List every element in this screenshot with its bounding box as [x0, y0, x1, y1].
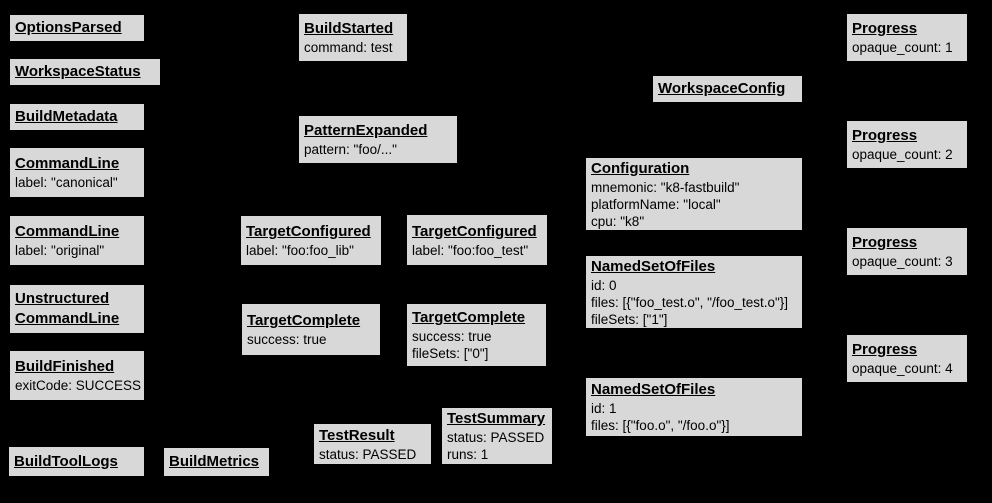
node-attr: status: PASSED	[319, 446, 417, 462]
node-build-started: BuildStarted command: test	[298, 13, 408, 62]
node-attr: command: test	[304, 40, 393, 55]
node-progress-3: Progress opaque_count: 3	[846, 227, 968, 276]
node-attr: cpu: "k8"	[591, 213, 645, 229]
node-attr: label: "canonical"	[15, 175, 118, 190]
node-attr: opaque_count: 1	[852, 40, 953, 55]
node-title: OptionsParsed	[15, 19, 122, 36]
node-title: Unstructured	[15, 290, 110, 307]
node-command-line-original: CommandLine label: "original"	[9, 215, 145, 266]
node-attr: opaque_count: 3	[852, 254, 953, 269]
node-title: TestResult	[319, 426, 395, 444]
node-options-parsed: OptionsParsed	[9, 14, 145, 42]
node-named-set-of-files-0: NamedSetOfFiles id: 0 files: [{"foo_test…	[585, 255, 803, 329]
node-command-line-canonical: CommandLine label: "canonical"	[9, 147, 145, 198]
node-named-set-of-files-1: NamedSetOfFiles id: 1 files: [{"foo.o", …	[585, 377, 803, 437]
node-attr: label: "foo:foo_test"	[412, 242, 529, 258]
node-title: CommandLine	[15, 155, 120, 172]
node-build-metadata: BuildMetadata	[9, 103, 145, 131]
node-workspace-config: WorkspaceConfig	[652, 75, 803, 103]
node-title: Configuration	[591, 159, 690, 177]
node-attr: fileSets: ["0"]	[412, 346, 489, 361]
node-attr: opaque_count: 4	[852, 361, 953, 376]
node-title: TargetComplete	[247, 312, 361, 329]
node-attr: success: true	[247, 332, 327, 347]
node-attr: id: 1	[591, 401, 617, 416]
node-title: TestSummary	[447, 410, 546, 427]
node-title: CommandLine	[15, 223, 120, 240]
node-configuration: Configuration mnemonic: "k8-fastbuild" p…	[585, 157, 803, 231]
node-attr: files: [{"foo.o", "/foo.o"}]	[591, 418, 730, 433]
node-title: BuildToolLogs	[14, 452, 118, 470]
node-progress-4: Progress opaque_count: 4	[846, 334, 968, 383]
node-attr: fileSets: ["1"]	[591, 311, 668, 327]
node-title: BuildFinished	[15, 358, 115, 375]
node-attr: label: "foo:foo_lib"	[246, 243, 354, 258]
node-test-result: TestResult status: PASSED	[313, 423, 432, 465]
node-unstructured-command-line: Unstructured CommandLine	[9, 284, 145, 334]
node-attr: label: "original"	[15, 243, 105, 258]
node-build-finished: BuildFinished exitCode: SUCCESS	[9, 350, 145, 401]
node-title-line2: CommandLine	[15, 310, 120, 327]
node-title: TargetConfigured	[246, 223, 371, 240]
node-progress-1: Progress opaque_count: 1	[846, 13, 968, 62]
node-build-tool-logs: BuildToolLogs	[8, 446, 145, 477]
node-attr: pattern: "foo/..."	[304, 142, 397, 157]
node-attr: opaque_count: 2	[852, 147, 953, 162]
node-target-configured-foo-lib: TargetConfigured label: "foo:foo_lib"	[240, 215, 382, 266]
node-title: WorkspaceStatus	[15, 63, 141, 80]
node-attr: platformName: "local"	[591, 196, 721, 212]
node-title: NamedSetOfFiles	[591, 381, 716, 398]
node-target-complete-foo-test: TargetComplete success: true fileSets: […	[406, 303, 547, 367]
node-attr: status: PASSED	[447, 430, 545, 445]
node-attr: id: 0	[591, 277, 617, 293]
node-attr: exitCode: SUCCESS	[15, 378, 142, 393]
node-build-metrics: BuildMetrics	[163, 447, 270, 477]
node-target-configured-foo-test: TargetConfigured label: "foo:foo_test"	[406, 214, 548, 266]
node-title: Progress	[852, 234, 918, 251]
node-title: BuildMetrics	[169, 453, 260, 470]
node-title: TargetConfigured	[412, 222, 537, 240]
node-title: BuildMetadata	[15, 108, 118, 125]
node-title: TargetComplete	[412, 309, 526, 326]
node-workspace-status: WorkspaceStatus	[9, 58, 161, 86]
node-test-summary: TestSummary status: PASSED runs: 1	[441, 407, 553, 465]
node-title: Progress	[852, 127, 918, 144]
node-attr: mnemonic: "k8-fastbuild"	[591, 179, 740, 195]
node-title: Progress	[852, 20, 918, 37]
node-title: WorkspaceConfig	[658, 80, 786, 97]
node-title: Progress	[852, 341, 918, 358]
node-attr: success: true	[412, 329, 492, 344]
node-title: PatternExpanded	[304, 122, 428, 139]
node-pattern-expanded: PatternExpanded pattern: "foo/..."	[298, 115, 458, 164]
node-target-complete-foo-lib: TargetComplete success: true	[241, 303, 381, 356]
node-progress-2: Progress opaque_count: 2	[846, 120, 968, 169]
node-attr: files: [{"foo_test.o", "/foo_test.o"}]	[591, 294, 789, 310]
node-title: BuildStarted	[304, 20, 394, 37]
node-attr: runs: 1	[447, 447, 489, 462]
node-title: NamedSetOfFiles	[591, 257, 716, 275]
